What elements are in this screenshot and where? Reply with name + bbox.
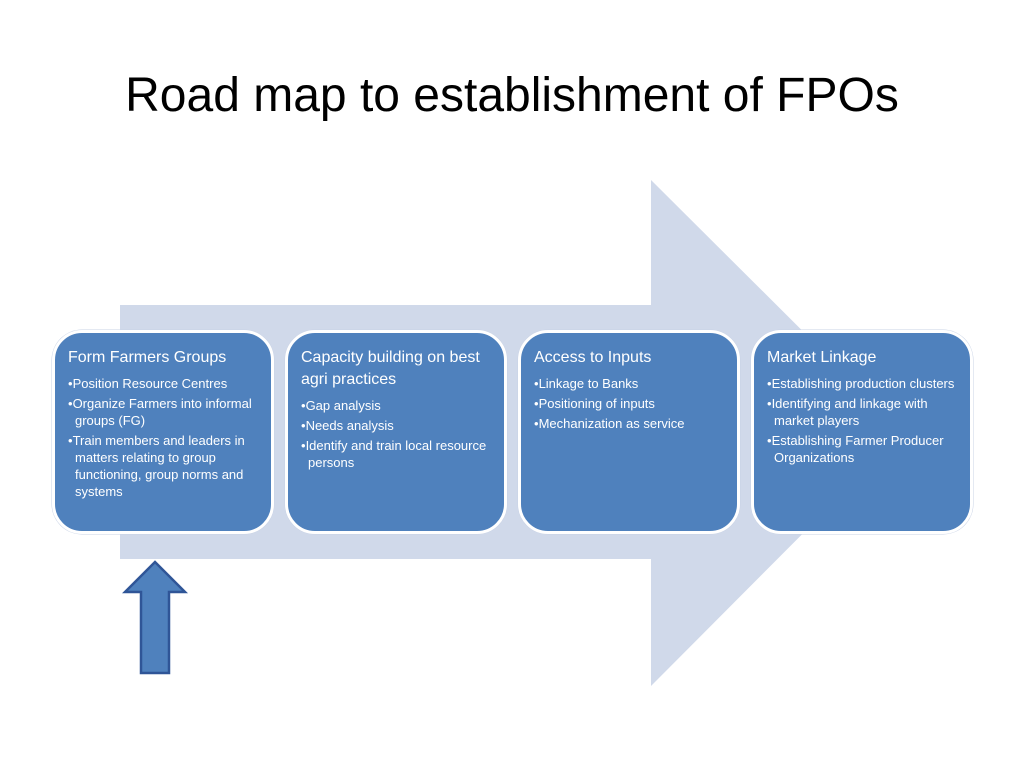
stage-item: Mechanization as service (534, 415, 723, 432)
stage-item: Positioning of inputs (534, 395, 723, 412)
stage-title: Market Linkage (767, 349, 877, 366)
stage-item-list: Linkage to Banks Positioning of inputs M… (534, 375, 723, 432)
stage-box-3: Access to Inputs Linkage to Banks Positi… (518, 330, 740, 534)
stage-item: Organize Farmers into informal groups (F… (68, 395, 257, 429)
stage-item-list: Position Resource Centres Organize Farme… (68, 375, 257, 500)
big-right-arrow-shape (120, 180, 904, 686)
stage-box-2: Capacity building on best agri practices… (285, 330, 507, 534)
stage-item: Establishing Farmer Producer Organizatio… (767, 432, 956, 466)
stage-item: Establishing production clusters (767, 375, 956, 392)
stage-item: Linkage to Banks (534, 375, 723, 392)
stage-item: Gap analysis (301, 397, 490, 414)
up-arrow-icon (122, 560, 188, 675)
stage-title: Access to Inputs (534, 349, 652, 366)
stage-item: Train members and leaders in matters rel… (68, 432, 257, 500)
stage-item: Identify and train local resource person… (301, 437, 490, 471)
stage-item: Identifying and linkage with market play… (767, 395, 956, 429)
stage-title: Form Farmers Groups (68, 349, 227, 366)
stage-box-4: Market Linkage Establishing production c… (751, 330, 973, 534)
stage-item: Needs analysis (301, 417, 490, 434)
stage-item-list: Gap analysis Needs analysis Identify and… (301, 397, 490, 471)
slide-title: Road map to establishment of FPOs (125, 69, 899, 122)
stage-item-list: Establishing production clusters Identif… (767, 375, 956, 466)
stage-title: Capacity building on best agri practices (301, 349, 480, 388)
stage-box-1: Form Farmers Groups Position Resource Ce… (52, 330, 274, 534)
stage-item: Position Resource Centres (68, 375, 257, 392)
